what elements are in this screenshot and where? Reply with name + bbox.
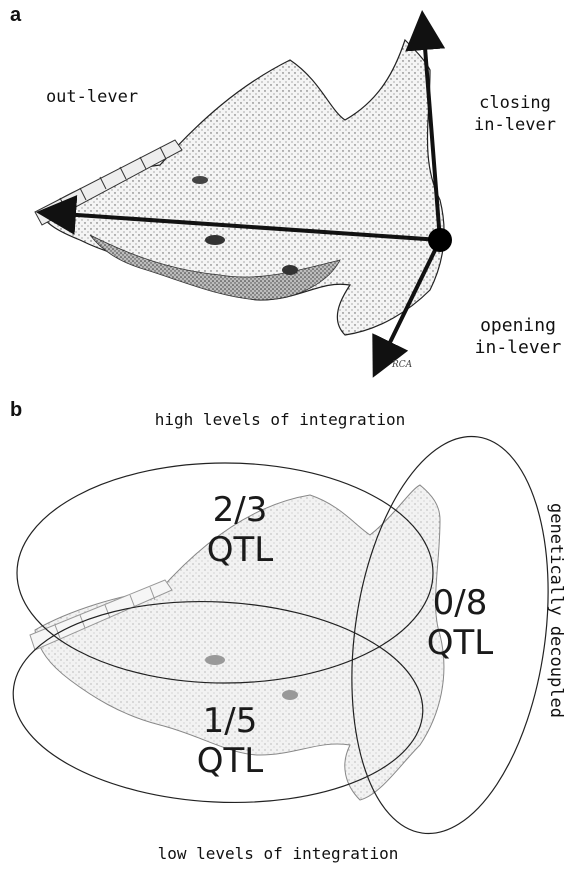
genetically-decoupled-label: genetically decoupled xyxy=(546,503,566,703)
foramen xyxy=(192,176,208,184)
artist-signature: RCA xyxy=(392,360,412,370)
closing-label-line2: in-lever xyxy=(470,114,560,136)
closing-in-lever-label: closing in-lever xyxy=(470,92,560,136)
fulcrum-dot xyxy=(428,228,452,252)
region-low-count: 1/5 xyxy=(170,701,290,741)
opening-in-lever-label: opening in-lever xyxy=(468,315,568,359)
panel-letter-a: a xyxy=(10,4,21,27)
foramen-faded xyxy=(205,655,225,665)
foramen xyxy=(282,265,298,275)
region-low-unit: QTL xyxy=(170,741,290,781)
region-decoupled-count: 0/8 xyxy=(400,583,520,623)
panel-a: a out-lever closing in-lever opening in-… xyxy=(0,0,568,395)
out-lever-label: out-lever xyxy=(32,86,152,108)
opening-label-line2: in-lever xyxy=(468,337,568,359)
region-decoupled-qtl: 0/8 QTL xyxy=(400,583,520,663)
panel-b: b high levels of integration low levels … xyxy=(0,395,568,869)
region-decoupled-unit: QTL xyxy=(400,623,520,663)
region-high-unit: QTL xyxy=(180,530,300,570)
high-integration-label: high levels of integration xyxy=(130,409,430,431)
low-integration-label: low levels of integration xyxy=(118,843,438,865)
region-high-count: 2/3 xyxy=(180,490,300,530)
panel-letter-b: b xyxy=(10,399,22,422)
foramen-faded xyxy=(282,690,298,700)
opening-label-line1: opening xyxy=(468,315,568,337)
closing-label-line1: closing xyxy=(470,92,560,114)
foramen xyxy=(205,235,225,245)
region-low-qtl: 1/5 QTL xyxy=(170,701,290,781)
region-high-qtl: 2/3 QTL xyxy=(180,490,300,570)
